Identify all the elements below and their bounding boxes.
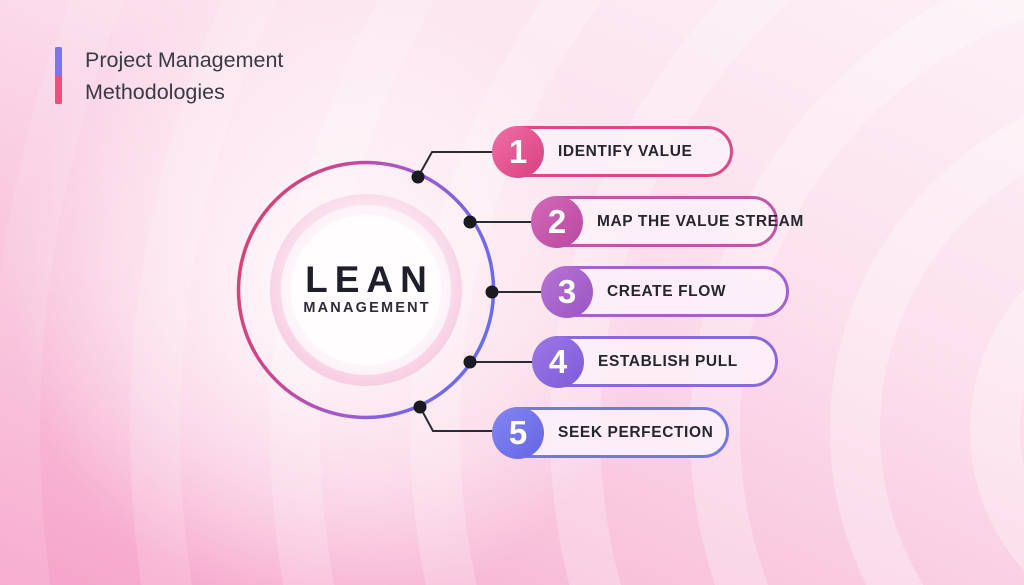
- step-pill-5: 5 SEEK PERFECTION: [492, 406, 729, 459]
- step-number: 5: [508, 413, 528, 451]
- step-pill-1: 1 IDENTIFY VALUE: [492, 125, 733, 178]
- node-dot-4: [463, 355, 477, 369]
- header-accent-bar: [55, 47, 62, 104]
- page-title-line2: Methodologies: [85, 79, 225, 104]
- step-label: ESTABLISH PULL: [598, 352, 738, 370]
- step-number-badge: 5: [492, 406, 544, 459]
- step-label: CREATE FLOW: [607, 282, 727, 300]
- step-number-badge: 4: [532, 335, 584, 388]
- hub-inner-disc: [291, 215, 441, 365]
- step-number-badge: 1: [492, 125, 544, 178]
- step-number: 2: [547, 202, 567, 240]
- step-number: 1: [508, 132, 528, 170]
- step-number-badge: 2: [531, 195, 583, 248]
- step-number-badge: 3: [541, 265, 593, 318]
- background-ring: [830, 80, 1024, 585]
- step-pill-4: 4 ESTABLISH PULL: [532, 335, 778, 388]
- step-label: IDENTIFY VALUE: [558, 142, 693, 160]
- connector-1: [417, 151, 493, 178]
- background-ring: [970, 220, 1024, 585]
- page-title-line1: Project Management: [85, 48, 284, 72]
- hub-text: LEAN MANAGEMENT: [266, 261, 466, 317]
- node-dot-2: [463, 215, 477, 229]
- connector-5: [419, 406, 495, 432]
- step-number: 3: [557, 272, 577, 310]
- page-title: Project Management Methodologies: [85, 45, 283, 108]
- step-pill-3: 3 CREATE FLOW: [541, 265, 789, 318]
- node-dot-5: [413, 400, 427, 414]
- hub-title: LEAN: [305, 259, 434, 300]
- step-label: SEEK PERFECTION: [558, 423, 714, 441]
- node-dot-1: [411, 170, 425, 184]
- step-pill-2: 2 MAP THE VALUE STREAM: [531, 195, 803, 248]
- step-label: MAP THE VALUE STREAM: [597, 212, 804, 230]
- step-number: 4: [548, 342, 568, 380]
- hub-subtitle: MANAGEMENT: [303, 300, 431, 316]
- node-dot-3: [485, 285, 499, 299]
